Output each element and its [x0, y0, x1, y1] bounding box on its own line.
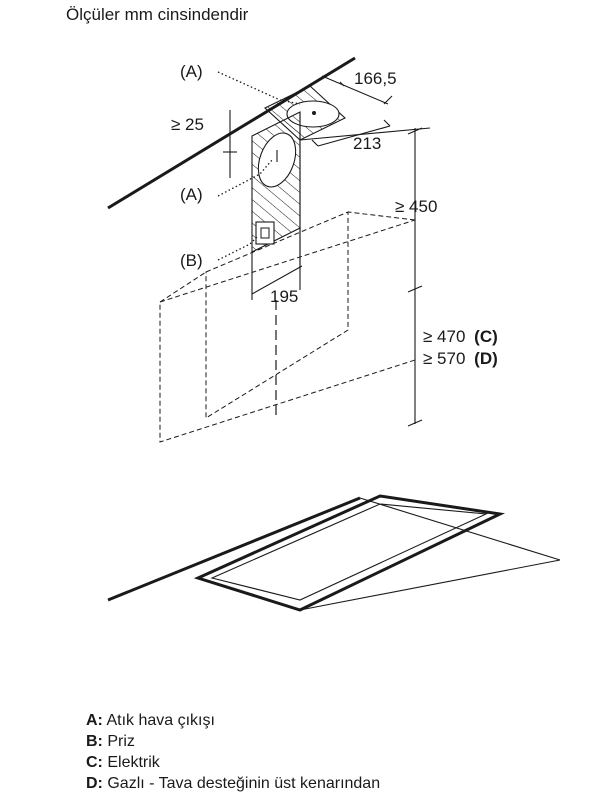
legend-row-b: B: Priz: [86, 731, 380, 752]
dim-25-label: ≥ 25: [171, 115, 204, 134]
dim-213-tick-b: [383, 119, 391, 127]
dim-166-label: 166,5: [354, 69, 397, 88]
dim-195-line: [251, 265, 303, 295]
dim-166-tick-a: [339, 81, 345, 87]
socket-box: [255, 221, 275, 245]
legend-row-d: D: Gazlı - Tava desteğinin üst kenarında…: [86, 773, 380, 794]
legend-key: B:: [86, 733, 103, 750]
dim-166-tick-b: [383, 95, 393, 105]
dim-470-label: ≥ 470 (C): [423, 327, 498, 346]
dim-195-label: 195: [270, 287, 298, 306]
worktop-floor-line: [299, 559, 561, 611]
ceiling-plate-center: [312, 111, 316, 115]
legend-key: D:: [86, 775, 103, 792]
worktop-back: [359, 497, 561, 561]
callout-b: (B): [180, 251, 203, 270]
hood-outline-inner: [205, 211, 349, 419]
dim-470-key: (C): [474, 327, 498, 346]
dim-213-line: [317, 125, 391, 147]
dim-570-key: (D): [474, 349, 498, 368]
wall-edge-right: [299, 127, 431, 141]
dim-450-tick-top: [407, 127, 423, 135]
worktop-edge: [107, 496, 361, 602]
leader-a-top: [217, 71, 301, 105]
cooktop-outline: [193, 494, 506, 612]
legend-row-c: C: Elektrik: [86, 752, 380, 773]
dim-213-label: 213: [353, 134, 381, 153]
dim-213-tick-a: [311, 139, 319, 147]
hood-outline-top: [159, 271, 207, 303]
legend-text: Gazlı - Tava desteğinin üst kenarından: [107, 775, 381, 792]
dim-450-tick-bottom: [407, 285, 423, 293]
ceiling-line: [107, 56, 356, 210]
dim-470-value: ≥ 470: [423, 327, 465, 346]
dim-570-value: ≥ 570: [423, 349, 465, 368]
dim-450-label: ≥ 450: [395, 197, 437, 216]
diagram-title: Ölçüler mm cinsindendir: [66, 5, 249, 24]
cooktop-inner: [210, 503, 489, 601]
legend-key: C:: [86, 754, 103, 771]
legend-key: A:: [86, 712, 103, 729]
dim-570-label: ≥ 570 (D): [423, 349, 498, 368]
callout-a-mid: (A): [180, 185, 203, 204]
socket-plug: [260, 227, 270, 239]
dim-470-tick-bottom: [407, 419, 423, 427]
legend-row-a: A: Atık hava çıkışı: [86, 710, 380, 731]
dim-166-line: [321, 75, 389, 105]
hood-outline-side: [347, 211, 416, 221]
legend-text: Elektrik: [107, 754, 160, 771]
legend: A: Atık hava çıkışı B: Priz C: Elektrik …: [86, 710, 380, 794]
callout-a-top: (A): [180, 62, 203, 81]
legend-text: Priz: [107, 733, 135, 750]
legend-text: Atık hava çıkışı: [106, 712, 215, 729]
hood-outline-outer: [159, 219, 416, 443]
